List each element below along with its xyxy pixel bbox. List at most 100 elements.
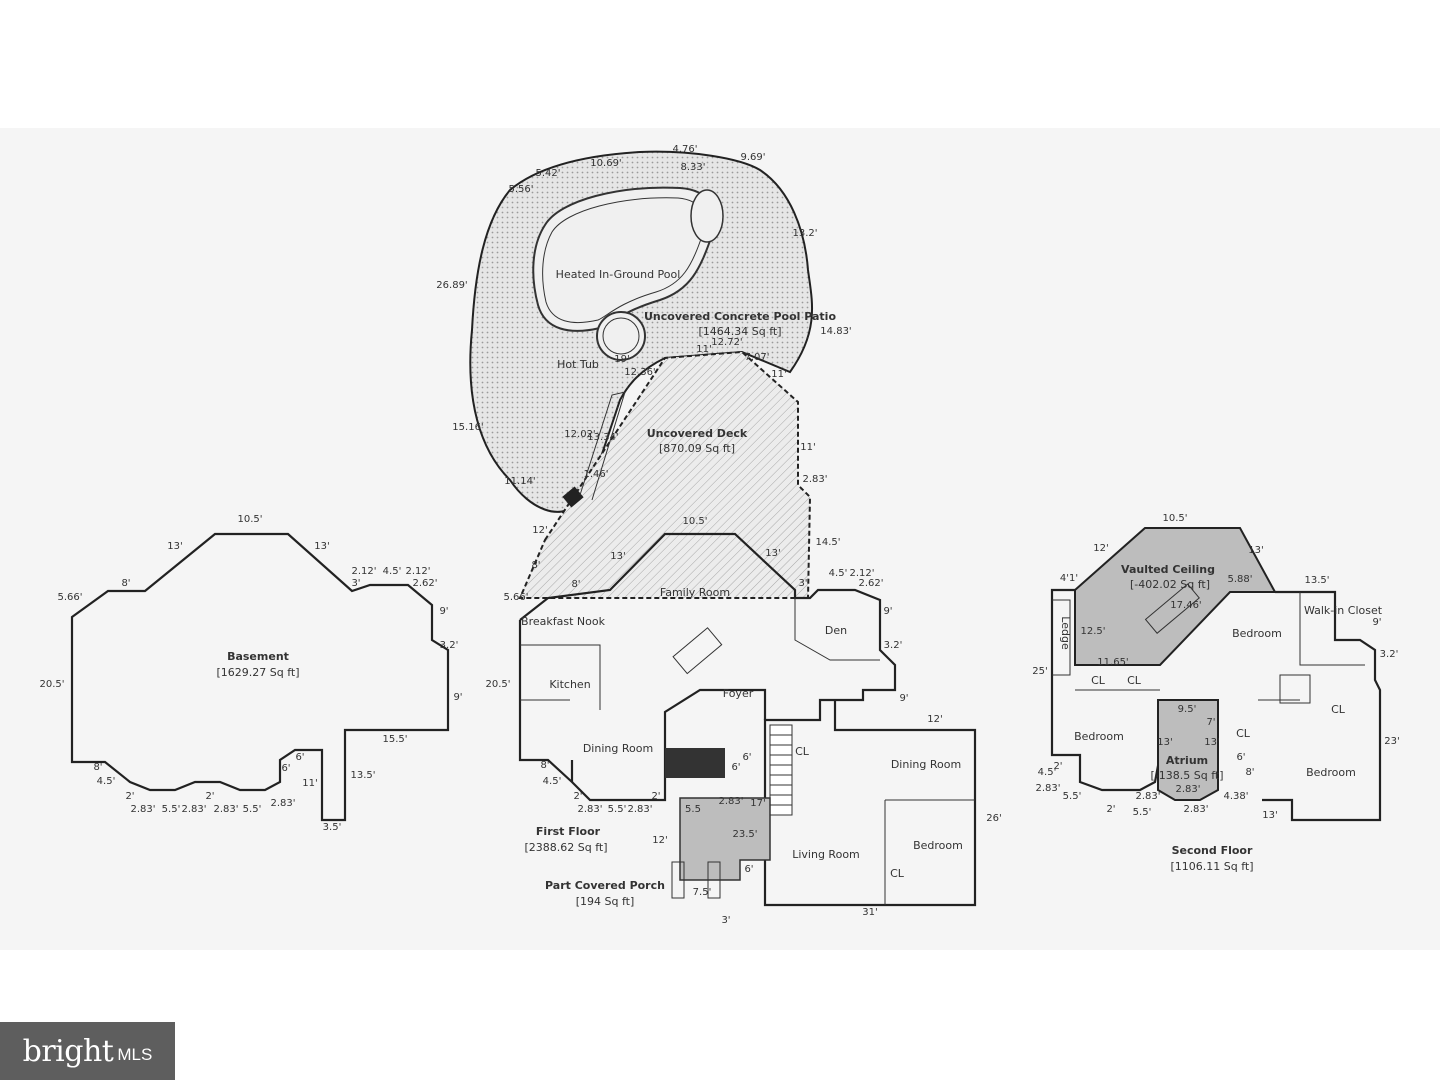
first-floor-dimension-label: 12' [927, 714, 942, 725]
pool-dimension-label: 14.83' [820, 326, 851, 337]
pool-dimension-label: 8.33' [680, 162, 705, 173]
basement-dimension-label: 3.2' [440, 640, 459, 651]
room-bedroom-2f-b: Bedroom [1074, 730, 1124, 743]
second-floor-dimension-label: 4'1' [1060, 573, 1078, 584]
pool-dimension-label: 12.36' [624, 367, 655, 378]
closet-2f-b: CL [1127, 674, 1142, 687]
room-kitchen: Kitchen [549, 678, 590, 691]
basement-dimension-label: 8' [93, 762, 102, 773]
second-floor-title: Second Floor [1172, 844, 1253, 857]
first-floor-dimension-label: 2.83' [577, 804, 602, 815]
basement-dimension-label: 3' [351, 578, 360, 589]
pool-dimension-label: 15.16' [452, 422, 483, 433]
second-floor-dimension-label: 5.88' [1227, 574, 1252, 585]
second-floor-dimension-label: 2' [1053, 761, 1062, 772]
second-floor-dimension-label: 5.5' [1063, 791, 1082, 802]
second-floor-dimension-label: 5.5' [1133, 807, 1152, 818]
atrium-title: Atrium [1166, 754, 1208, 767]
first-floor-dimension-label: 2.83' [718, 796, 743, 807]
basement-dimension-label: 13.5' [350, 770, 375, 781]
basement-dimension-label: 2.83' [270, 798, 295, 809]
basement-dimension-label: 13' [167, 541, 182, 552]
room-bedroom-2f-a: Bedroom [1232, 627, 1282, 640]
basement-dimension-label: 8' [121, 578, 130, 589]
porch-title: Part Covered Porch [545, 879, 665, 892]
second-floor-area: [1106.11 Sq ft] [1170, 860, 1253, 873]
deck-dimension-label: 8' [531, 560, 540, 571]
second-floor-dimension-label: 10.5' [1162, 513, 1187, 524]
basement-dimension-label: 2.62' [412, 578, 437, 589]
basement-dimension-label: 5.5' [162, 804, 181, 815]
pool-dimension-label: 7.07' [744, 352, 769, 363]
first-floor-dimension-label: 12' [652, 835, 667, 846]
basement-outline [70, 532, 450, 822]
first-floor-dimension-label: 4.5' [543, 776, 562, 787]
pool-dimension-label: 5.56' [508, 184, 533, 195]
first-floor-dimension-label: 2.83' [627, 804, 652, 815]
deck-dimension-label: 13' [765, 548, 780, 559]
patio-area: [1464.34 Sq ft] [698, 325, 781, 338]
basement-dimension-label: 2' [205, 791, 214, 802]
deck-dimension-label: 13' [610, 551, 625, 562]
vault-title: Vaulted Ceiling [1121, 563, 1215, 576]
basement-dimension-label: 2.83' [181, 804, 206, 815]
pool-dimension-label: 11' [696, 344, 711, 355]
pool-dimension-label: 11' [771, 369, 786, 380]
room-bedroom-2f-c: Bedroom [1306, 766, 1356, 779]
pool-dimension-label: 19' [614, 354, 629, 365]
first-floor-dimension-label: 7.5' [693, 887, 712, 898]
closet-1f-a: CL [795, 745, 810, 758]
closet-2f-c: CL [1236, 727, 1251, 740]
closet-1f-b: CL [890, 867, 905, 880]
basement-dimension-label: 5.66' [57, 592, 82, 603]
first-floor-dimension-label: 6' [744, 864, 753, 875]
pool-dimension-label: 12' [532, 525, 547, 536]
first-floor-dimension-label: 8' [540, 760, 549, 771]
basement-dimension-label: 2.83' [130, 804, 155, 815]
second-floor-dimension-label: 13' [1157, 737, 1172, 748]
first-floor-dimension-label: 6' [742, 752, 751, 763]
basement-dimension-label: 9' [453, 692, 462, 703]
second-floor-dimension-label: 9.5' [1178, 704, 1197, 715]
second-floor-dimension-label: 2' [1106, 804, 1115, 815]
basement-dimension-label: 10.5' [237, 514, 262, 525]
second-floor-dimension-label: 23' [1384, 736, 1399, 747]
second-floor-dimension-label: 13' [1248, 545, 1263, 556]
basement-dimension-label: 2.12' [351, 566, 376, 577]
first-floor-dimension-label: 9' [899, 693, 908, 704]
second-floor-dimension-label: 3.2' [1380, 649, 1399, 660]
second-floor-dimension-label: 13' [1262, 810, 1277, 821]
deck-dimension-label: 14.5' [815, 537, 840, 548]
second-floor-dimension-label: 11.65' [1097, 657, 1128, 668]
room-dining-1: Dining Room [583, 742, 653, 755]
second-floor-dimension-label: 9' [1372, 617, 1381, 628]
basement-dimension-label: 2' [125, 791, 134, 802]
room-breakfast: Breakfast Nook [521, 615, 606, 628]
room-foyer: Foyer [723, 687, 754, 700]
second-floor-dimension-label: 13.5' [1304, 575, 1329, 586]
first-floor [518, 532, 977, 907]
basement-dimension-label: 15.5' [382, 734, 407, 745]
atrium-area: [-138.5 Sq ft] [1151, 769, 1224, 782]
hottub-label: Hot Tub [557, 358, 599, 371]
second-floor-dimension-label: 12.5' [1080, 626, 1105, 637]
first-floor-dimension-label: 2' [651, 791, 660, 802]
first-floor-dimension-label: 9' [883, 606, 892, 617]
pool-patio [469, 150, 813, 513]
second-floor-dimension-label: 4.5' [1038, 767, 1057, 778]
room-den: Den [825, 624, 847, 637]
patio-title: Uncovered Concrete Pool Patio [644, 310, 836, 323]
bright-mls-logo: bright MLS [0, 1022, 175, 1080]
pool-dimension-label: 11.14' [504, 476, 535, 487]
second-floor-dimension-label: 2.83' [1183, 804, 1208, 815]
basement-dimension-label: 9' [439, 606, 448, 617]
pool-dimension-label: 12.02' [564, 429, 595, 440]
first-floor-dimension-label: 26' [986, 813, 1001, 824]
first-floor-dimension-label: 5.5' [608, 804, 627, 815]
first-floor-area: [2388.62 Sq ft] [524, 841, 607, 854]
basement-dimension-label: 2.83' [213, 804, 238, 815]
second-floor-dimension-label: 13' [1204, 737, 1219, 748]
deck-dimension-label: 11' [800, 442, 815, 453]
deck-dimension-label: 10.5' [682, 516, 707, 527]
